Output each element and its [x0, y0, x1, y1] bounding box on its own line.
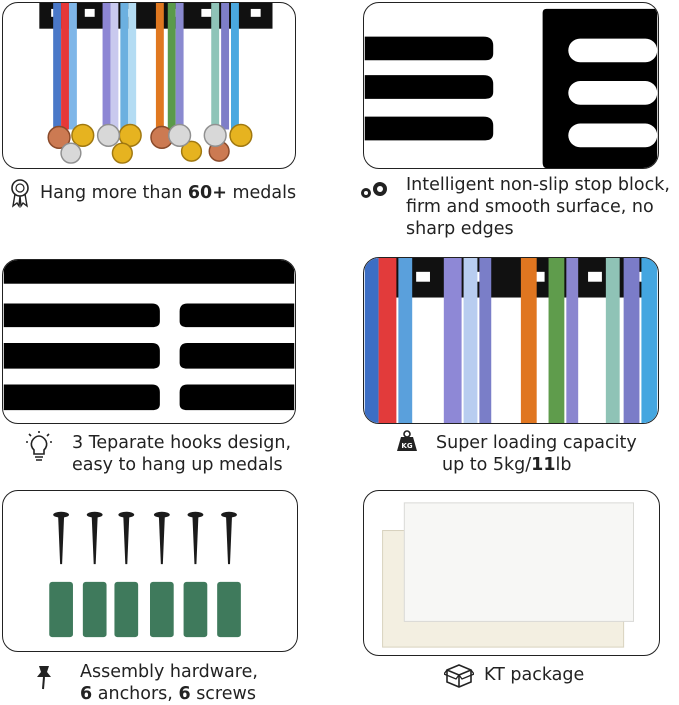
medals-photo-panel [2, 2, 296, 169]
kt-package-caption: KT package [484, 665, 585, 685]
pushpin-icon [34, 664, 54, 694]
hooks-caption: 3 Teparate hooks design, easy to hang up… [72, 433, 292, 475]
box-icon [442, 662, 476, 692]
capacity-caption: Super loading capacity up to 5kg/11lb [436, 433, 637, 475]
ribbons-illustration [364, 258, 658, 423]
stop-block-caption: Intelligent non-slip stop block, firm an… [406, 175, 670, 239]
lightbulb-icon [22, 430, 56, 468]
svg-text:KG: KG [401, 442, 412, 450]
medals-illustration [39, 3, 273, 164]
screw [153, 511, 170, 565]
screw [187, 511, 204, 565]
screw [53, 511, 70, 565]
weight-kg-icon: KG [396, 430, 418, 456]
hardware-illustration [49, 511, 241, 638]
medals-caption: Hang more than 60+ medals [40, 183, 297, 203]
ribbons-panel [363, 257, 659, 424]
hardware-caption: Assembly hardware, 6 anchors, 6 screws [80, 662, 258, 704]
kt-boards-illustration [382, 502, 635, 648]
screw [221, 511, 237, 565]
screw [86, 511, 103, 565]
stop-block-illustration [364, 8, 658, 168]
gears-icon [358, 180, 392, 206]
hardware-panel [2, 490, 298, 652]
hooks-illustration [3, 260, 295, 411]
kt-package-panel [363, 490, 660, 656]
stop-block-panel [363, 2, 659, 169]
award-ribbon-icon [8, 178, 32, 212]
screw [118, 511, 135, 565]
hooks-panel [2, 259, 296, 424]
